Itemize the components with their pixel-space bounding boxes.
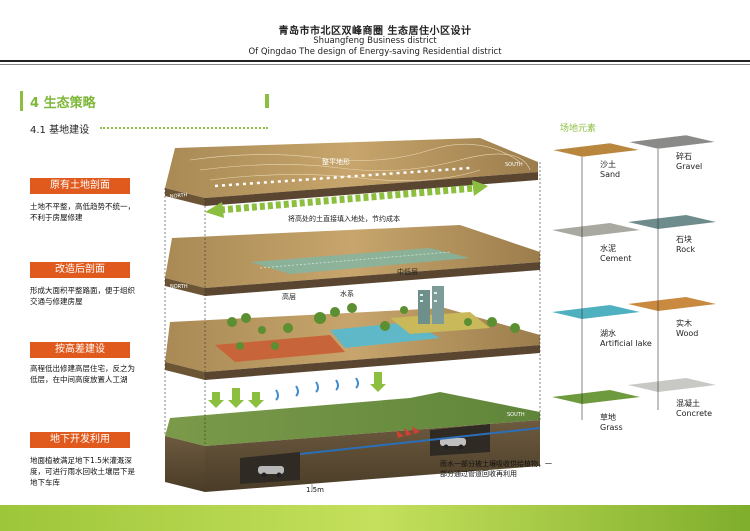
header-divider-thin xyxy=(0,64,750,65)
subsection-title: 4.1 基地建设 xyxy=(30,125,90,136)
step-underground-label: 地下开发利用 xyxy=(30,432,130,448)
step-original-desc: 土地不平整，高低趋势不统一，不利于房屋修建 xyxy=(30,202,135,222)
depth-annotation: 1.5m xyxy=(306,486,324,494)
page-title-en-2: Of Qingdao The design of Energy-saving R… xyxy=(248,47,502,57)
highrise-buildings xyxy=(418,286,444,324)
rainwater-annotation: 雨水一部分被土壤吸收供给植物，一部分通过管道回收再利用 xyxy=(440,460,552,478)
pipe-inlet-arrows xyxy=(396,426,420,438)
rain-arrows xyxy=(208,372,386,408)
header: 青岛市市北区双峰商圈 生态居住小区设计 Shuangfeng Business … xyxy=(0,0,750,62)
south-label-1: SOUTH xyxy=(505,162,523,168)
footer-band xyxy=(0,505,750,531)
south-label-4: SOUTH xyxy=(507,412,525,418)
fill-soil-label: 将高处的土直接填入地处，节约成本 xyxy=(288,214,400,223)
section-marker xyxy=(20,91,23,111)
lowrise-label: 中低层 xyxy=(397,267,418,276)
flat-terrain-label: 整平地形 xyxy=(322,157,350,166)
header-divider xyxy=(0,60,750,62)
car-icon xyxy=(440,438,466,450)
fill-arrow xyxy=(205,180,488,218)
step-original-label: 原有土地剖面 xyxy=(30,178,130,194)
page-title: 青岛市市北区双峰商圈 生态居住小区设计 xyxy=(278,26,472,37)
north-label-1: NORTH xyxy=(170,192,188,200)
layer-modified-terrain: NORTH xyxy=(165,225,540,296)
layer-original-terrain: NORTH SOUTH 整平地形 xyxy=(165,138,538,206)
section-title: 4 生态策略 xyxy=(30,96,96,111)
step-elevation-label: 按高差建设 xyxy=(30,342,130,358)
dotted-divider xyxy=(100,127,268,129)
layer-build-by-elevation: 高层 水系 中低层 xyxy=(165,267,540,380)
highrise-label: 高层 xyxy=(282,292,296,301)
section-marker-right xyxy=(265,94,269,108)
guide-lines xyxy=(164,162,541,446)
step-elevation-desc: 高程低出修建高层住宅，反之为低层，在中间高度放置人工湖 xyxy=(30,364,135,384)
car-icon xyxy=(258,466,284,478)
materials-title: 场地元素 xyxy=(560,124,597,134)
step-modified-desc: 形成大面积平整路面，便于组织交通与修建房屋 xyxy=(30,286,135,306)
material-swatches xyxy=(551,134,717,420)
step-underground-desc: 地面植被满足地下1.5米灌溉深度，可进行雨水回收土壤层下是地下车库 xyxy=(30,456,135,487)
layer-underground: SOUTH xyxy=(165,392,541,492)
page-title-en-1: Shuangfeng Business district xyxy=(313,36,437,46)
water-label: 水系 xyxy=(340,289,354,298)
north-label-2: NORTH xyxy=(170,284,188,290)
trees xyxy=(227,303,520,350)
raindrops xyxy=(275,377,359,401)
step-modified-label: 改造后剖面 xyxy=(30,262,130,278)
